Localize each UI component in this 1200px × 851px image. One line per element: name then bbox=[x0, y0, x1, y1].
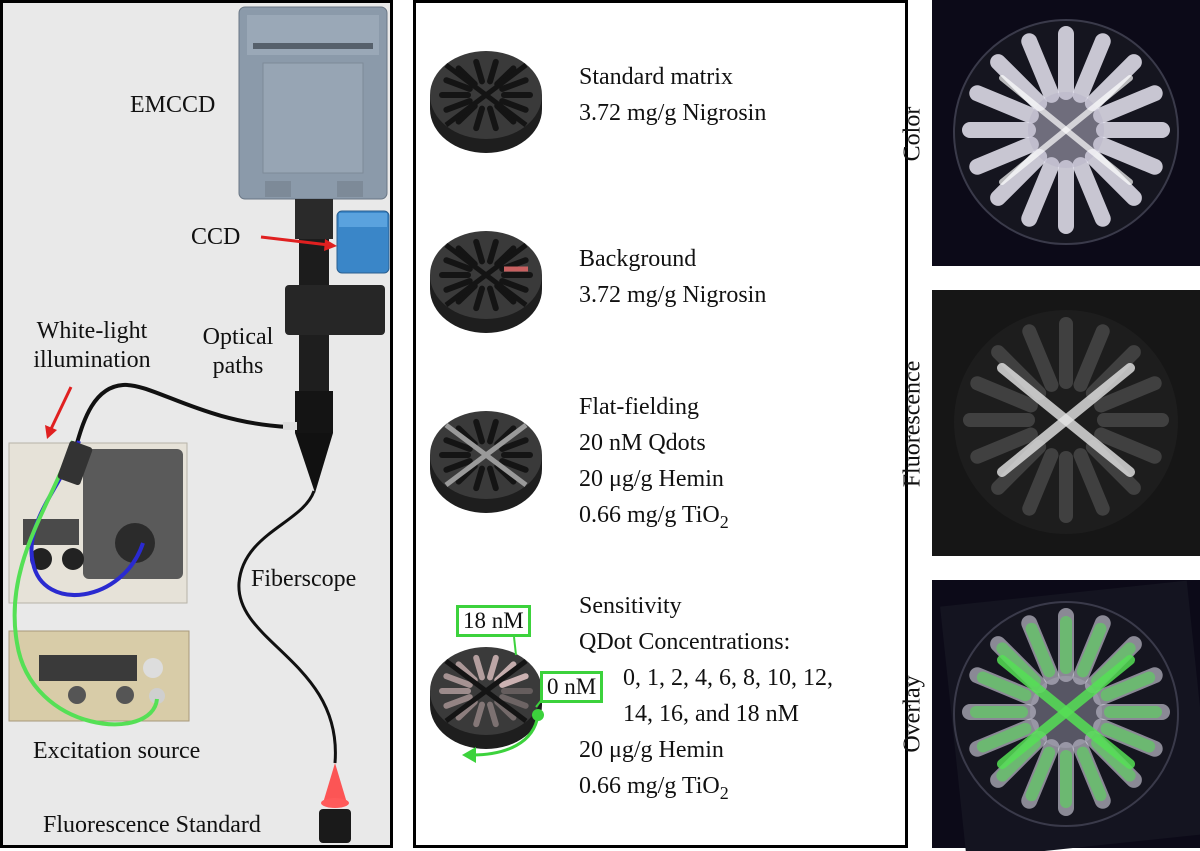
spoke bbox=[969, 136, 1039, 175]
red-light-cone bbox=[323, 763, 347, 803]
zero-marker-dot bbox=[532, 709, 544, 721]
sample-sensitivity-text: Sensitivity QDot Concentrations: 0, 1, 2… bbox=[579, 588, 833, 804]
optical-tube bbox=[295, 199, 333, 239]
cross-channel bbox=[444, 63, 528, 127]
sample-line: 20 nM Qdots bbox=[579, 430, 706, 456]
optical-paths-line-1: Optical bbox=[202, 324, 274, 350]
white-light-line-1: White-light bbox=[36, 318, 148, 344]
spoke bbox=[1091, 642, 1136, 687]
spoke bbox=[1022, 324, 1059, 392]
sample-puck bbox=[430, 231, 542, 333]
sample-line: 20 μg/g Hemin bbox=[579, 466, 724, 492]
fluorescence-standard-sample bbox=[319, 809, 351, 843]
spoke bbox=[969, 85, 1039, 124]
spoke bbox=[1076, 746, 1107, 802]
spoke bbox=[1084, 148, 1142, 206]
fluorescence-standard-label: Fluorescence Standard bbox=[43, 812, 261, 838]
spoke bbox=[1025, 746, 1056, 802]
spoke bbox=[1072, 33, 1111, 103]
ccd-label: CCD bbox=[191, 224, 241, 250]
spoke bbox=[1100, 671, 1156, 702]
setup-illustration bbox=[8, 6, 390, 843]
samples-panel: Standard matrix 3.72 mg/g Nigrosin Backg… bbox=[413, 0, 908, 848]
spoke bbox=[1094, 376, 1162, 413]
sample-line-tio2: 0.66 mg/g TiO2 bbox=[579, 502, 729, 532]
sample-title: Standard matrix bbox=[579, 64, 733, 90]
white-light-cable bbox=[75, 382, 290, 444]
optical-paths-line-2: paths bbox=[212, 352, 264, 379]
spoke bbox=[1084, 54, 1142, 112]
arrow-head bbox=[462, 747, 476, 763]
sample-puck bbox=[430, 411, 542, 513]
spoke bbox=[970, 427, 1038, 464]
sample-background-text: Background 3.72 mg/g Nigrosin bbox=[579, 241, 766, 313]
fiberscope-label: Fiberscope bbox=[251, 566, 357, 592]
spoke bbox=[1091, 737, 1136, 782]
sample-line-tio2: 0.66 mg/g TiO2 bbox=[579, 773, 729, 803]
marker-18nm-line bbox=[513, 636, 517, 656]
sample-puck bbox=[430, 51, 542, 153]
fluorescence-label: Fluorescence bbox=[899, 360, 926, 488]
cross-channel bbox=[997, 655, 1135, 769]
overlay-label: Overlay bbox=[899, 675, 926, 753]
sample-title: Background bbox=[579, 246, 697, 272]
spoke bbox=[990, 148, 1048, 206]
spoke bbox=[990, 54, 1048, 112]
marker-18nm: 18 nM bbox=[456, 605, 531, 637]
sample-title: Sensitivity bbox=[579, 593, 682, 619]
sample-line: QDot Concentrations: bbox=[579, 629, 791, 655]
color-label: Color bbox=[899, 106, 926, 162]
ccd-arrow bbox=[260, 235, 330, 247]
spoke bbox=[1072, 157, 1111, 227]
sample-standard-text: Standard matrix 3.72 mg/g Nigrosin bbox=[579, 59, 766, 131]
white-light-arrow bbox=[49, 386, 73, 430]
cross-channel bbox=[999, 75, 1133, 185]
spoke bbox=[1022, 448, 1059, 516]
spoke bbox=[1021, 33, 1060, 103]
sample-line: 3.72 mg/g Nigrosin bbox=[579, 282, 767, 308]
excitation-source-label: Excitation source bbox=[33, 738, 201, 764]
spoke bbox=[976, 722, 1032, 753]
spoke bbox=[1073, 324, 1110, 392]
emccd-label: EMCCD bbox=[130, 92, 216, 118]
green-fiber bbox=[12, 440, 159, 727]
spoke bbox=[1076, 622, 1107, 678]
fluorescence-image bbox=[932, 290, 1200, 556]
sample-line: 3.72 mg/g Nigrosin bbox=[579, 100, 767, 126]
color-image bbox=[932, 0, 1200, 266]
concentration-list: 14, 16, and 18 nM bbox=[623, 701, 799, 727]
spoke bbox=[996, 737, 1041, 782]
spoke bbox=[1025, 622, 1056, 678]
spoke bbox=[1093, 85, 1163, 124]
spoke bbox=[996, 642, 1041, 687]
white-light-label: White-light illumination bbox=[19, 317, 165, 375]
spoke bbox=[1100, 722, 1156, 753]
setup-panel: EMCCD CCD Optical paths White-light illu… bbox=[0, 0, 393, 848]
sample-flatfield-text: Flat-fielding 20 nM Qdots 20 μg/g Hemin … bbox=[579, 389, 729, 533]
concentration-list: 0, 1, 2, 4, 6, 8, 10, 12, bbox=[623, 665, 833, 691]
cross-channel bbox=[444, 423, 528, 487]
overlay-image bbox=[932, 580, 1200, 851]
fiberscope-cable bbox=[237, 490, 337, 764]
optical-paths-label: Optical paths bbox=[195, 323, 281, 381]
spoke bbox=[1094, 427, 1162, 464]
spoke bbox=[1021, 157, 1060, 227]
sample-pucks bbox=[430, 51, 545, 763]
spoke bbox=[1073, 448, 1110, 516]
cross-channel bbox=[997, 363, 1135, 477]
cross-channel bbox=[444, 659, 528, 723]
spoke bbox=[976, 671, 1032, 702]
marker-0nm: 0 nM bbox=[540, 671, 604, 703]
concentration-arrow bbox=[471, 714, 540, 757]
sample-line: 20 μg/g Hemin bbox=[579, 737, 724, 763]
sample-title: Flat-fielding bbox=[579, 394, 699, 420]
cross-channel bbox=[444, 243, 528, 307]
spoke bbox=[1093, 136, 1163, 175]
spoke bbox=[970, 376, 1038, 413]
sample-puck bbox=[430, 647, 542, 749]
white-light-line-2: illumination bbox=[33, 346, 151, 373]
